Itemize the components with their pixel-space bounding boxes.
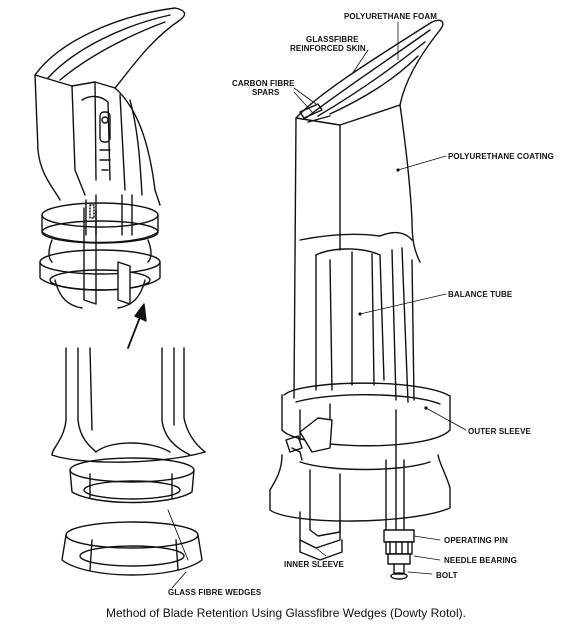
- label-outer-sleeve: OUTER SLEEVE: [468, 427, 531, 436]
- left-blade-root-section: [34, 7, 186, 309]
- right-blade-assembly: [269, 19, 451, 580]
- label-glassfibre-line1: GLASSFIBRE: [306, 35, 359, 44]
- label-polyurethane-coating: POLYURETHANE COATING: [448, 152, 555, 161]
- arrow-indicator: [127, 303, 147, 349]
- label-balance-tube: BALANCE TUBE: [448, 290, 513, 299]
- label-polyurethane-foam: POLYURETHANE FOAM: [344, 12, 437, 21]
- label-needle-bearing: NEEDLE BEARING: [444, 556, 517, 565]
- label-operating-pin: OPERATING PIN: [444, 536, 508, 545]
- label-carbon-fibre-line1: CARBON FIBRE: [232, 79, 295, 88]
- figure-caption: Method of Blade Retention Using Glassfib…: [106, 606, 466, 620]
- label-inner-sleeve: INNER SLEEVE: [284, 560, 344, 569]
- label-glass-fibre-wedges: GLASS FIBRE WEDGES: [168, 588, 262, 597]
- callout-leaders: [293, 21, 467, 575]
- label-carbon-fibre-line2: SPARS: [252, 88, 280, 97]
- left-wedge-assembly: [51, 347, 206, 589]
- label-glassfibre-line2: REINFORCED SKIN: [290, 44, 366, 53]
- label-bolt: BOLT: [436, 571, 458, 580]
